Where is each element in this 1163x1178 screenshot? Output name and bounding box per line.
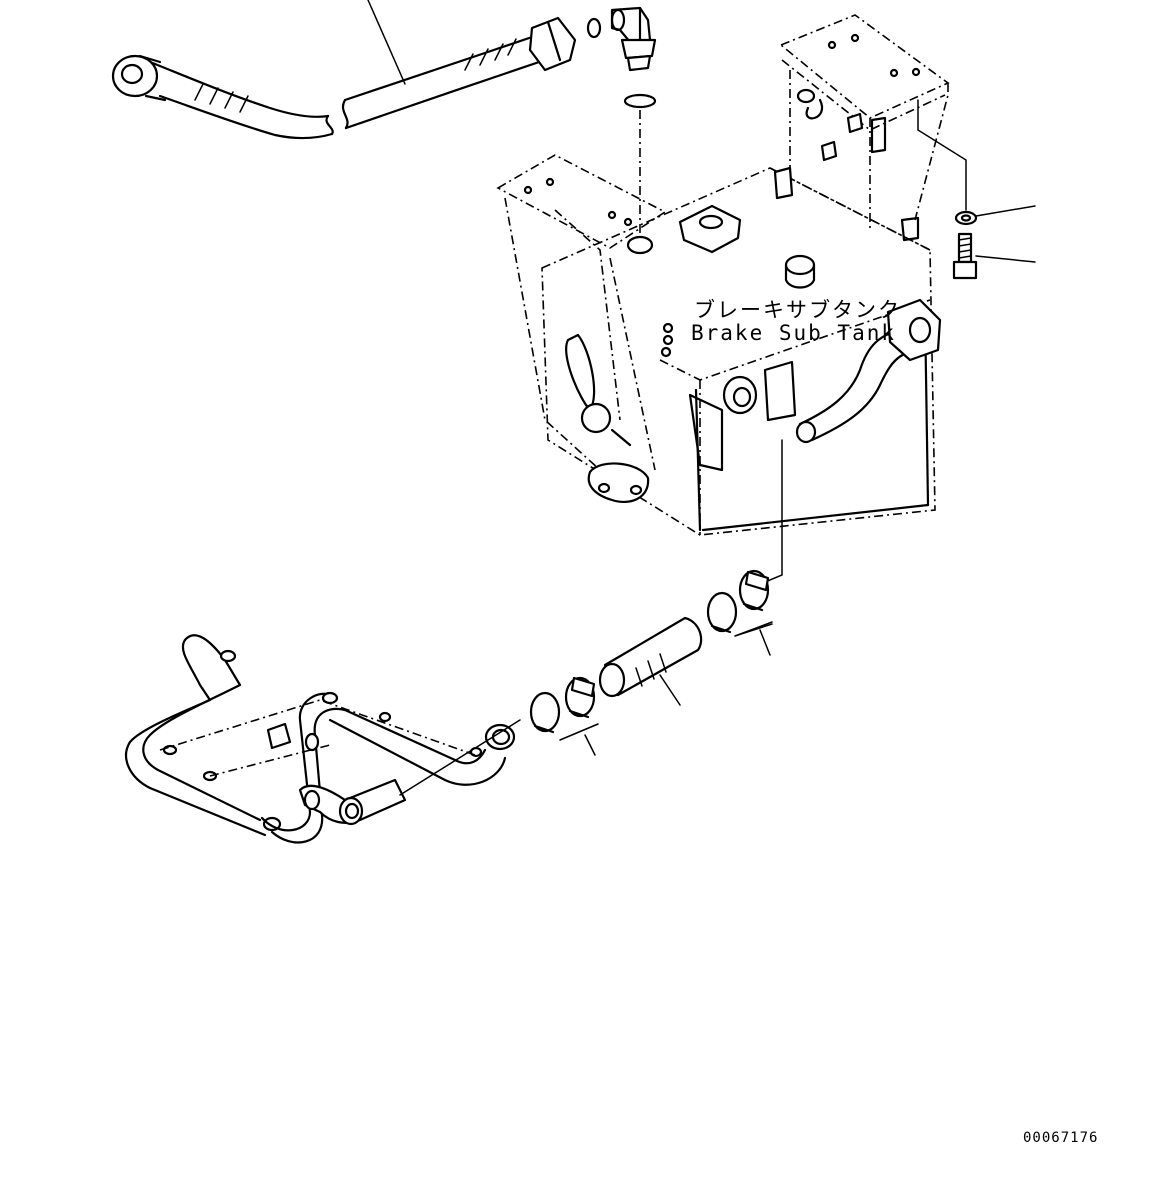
o-ring-icon <box>623 93 657 109</box>
tank-label-english: Brake Sub Tank <box>691 321 897 345</box>
pipe-icon <box>124 634 521 844</box>
hose-clamp-pair-lower <box>529 676 599 756</box>
bolt-icon <box>952 232 978 280</box>
drawing-number: 00067176 <box>1023 1130 1099 1146</box>
bolt <box>952 232 978 280</box>
upper-hose <box>111 0 577 140</box>
hose-icon <box>111 0 577 140</box>
hose-icon <box>598 616 703 706</box>
clamp-icon <box>706 569 773 656</box>
brake-sub-tank <box>496 14 950 536</box>
hose-clamp-pair-upper <box>706 569 773 656</box>
elbow-fitting <box>586 6 657 72</box>
connecting-hose <box>598 616 703 706</box>
washer-icon <box>954 210 978 226</box>
tank-icon <box>496 14 950 536</box>
elbow-fitting-icon <box>586 6 657 72</box>
washer <box>954 210 978 226</box>
o-ring <box>623 93 657 109</box>
clamp-icon <box>529 676 599 756</box>
tank-label-japanese: ブレーキサブタンク <box>694 298 901 322</box>
bent-pipe <box>124 634 521 844</box>
